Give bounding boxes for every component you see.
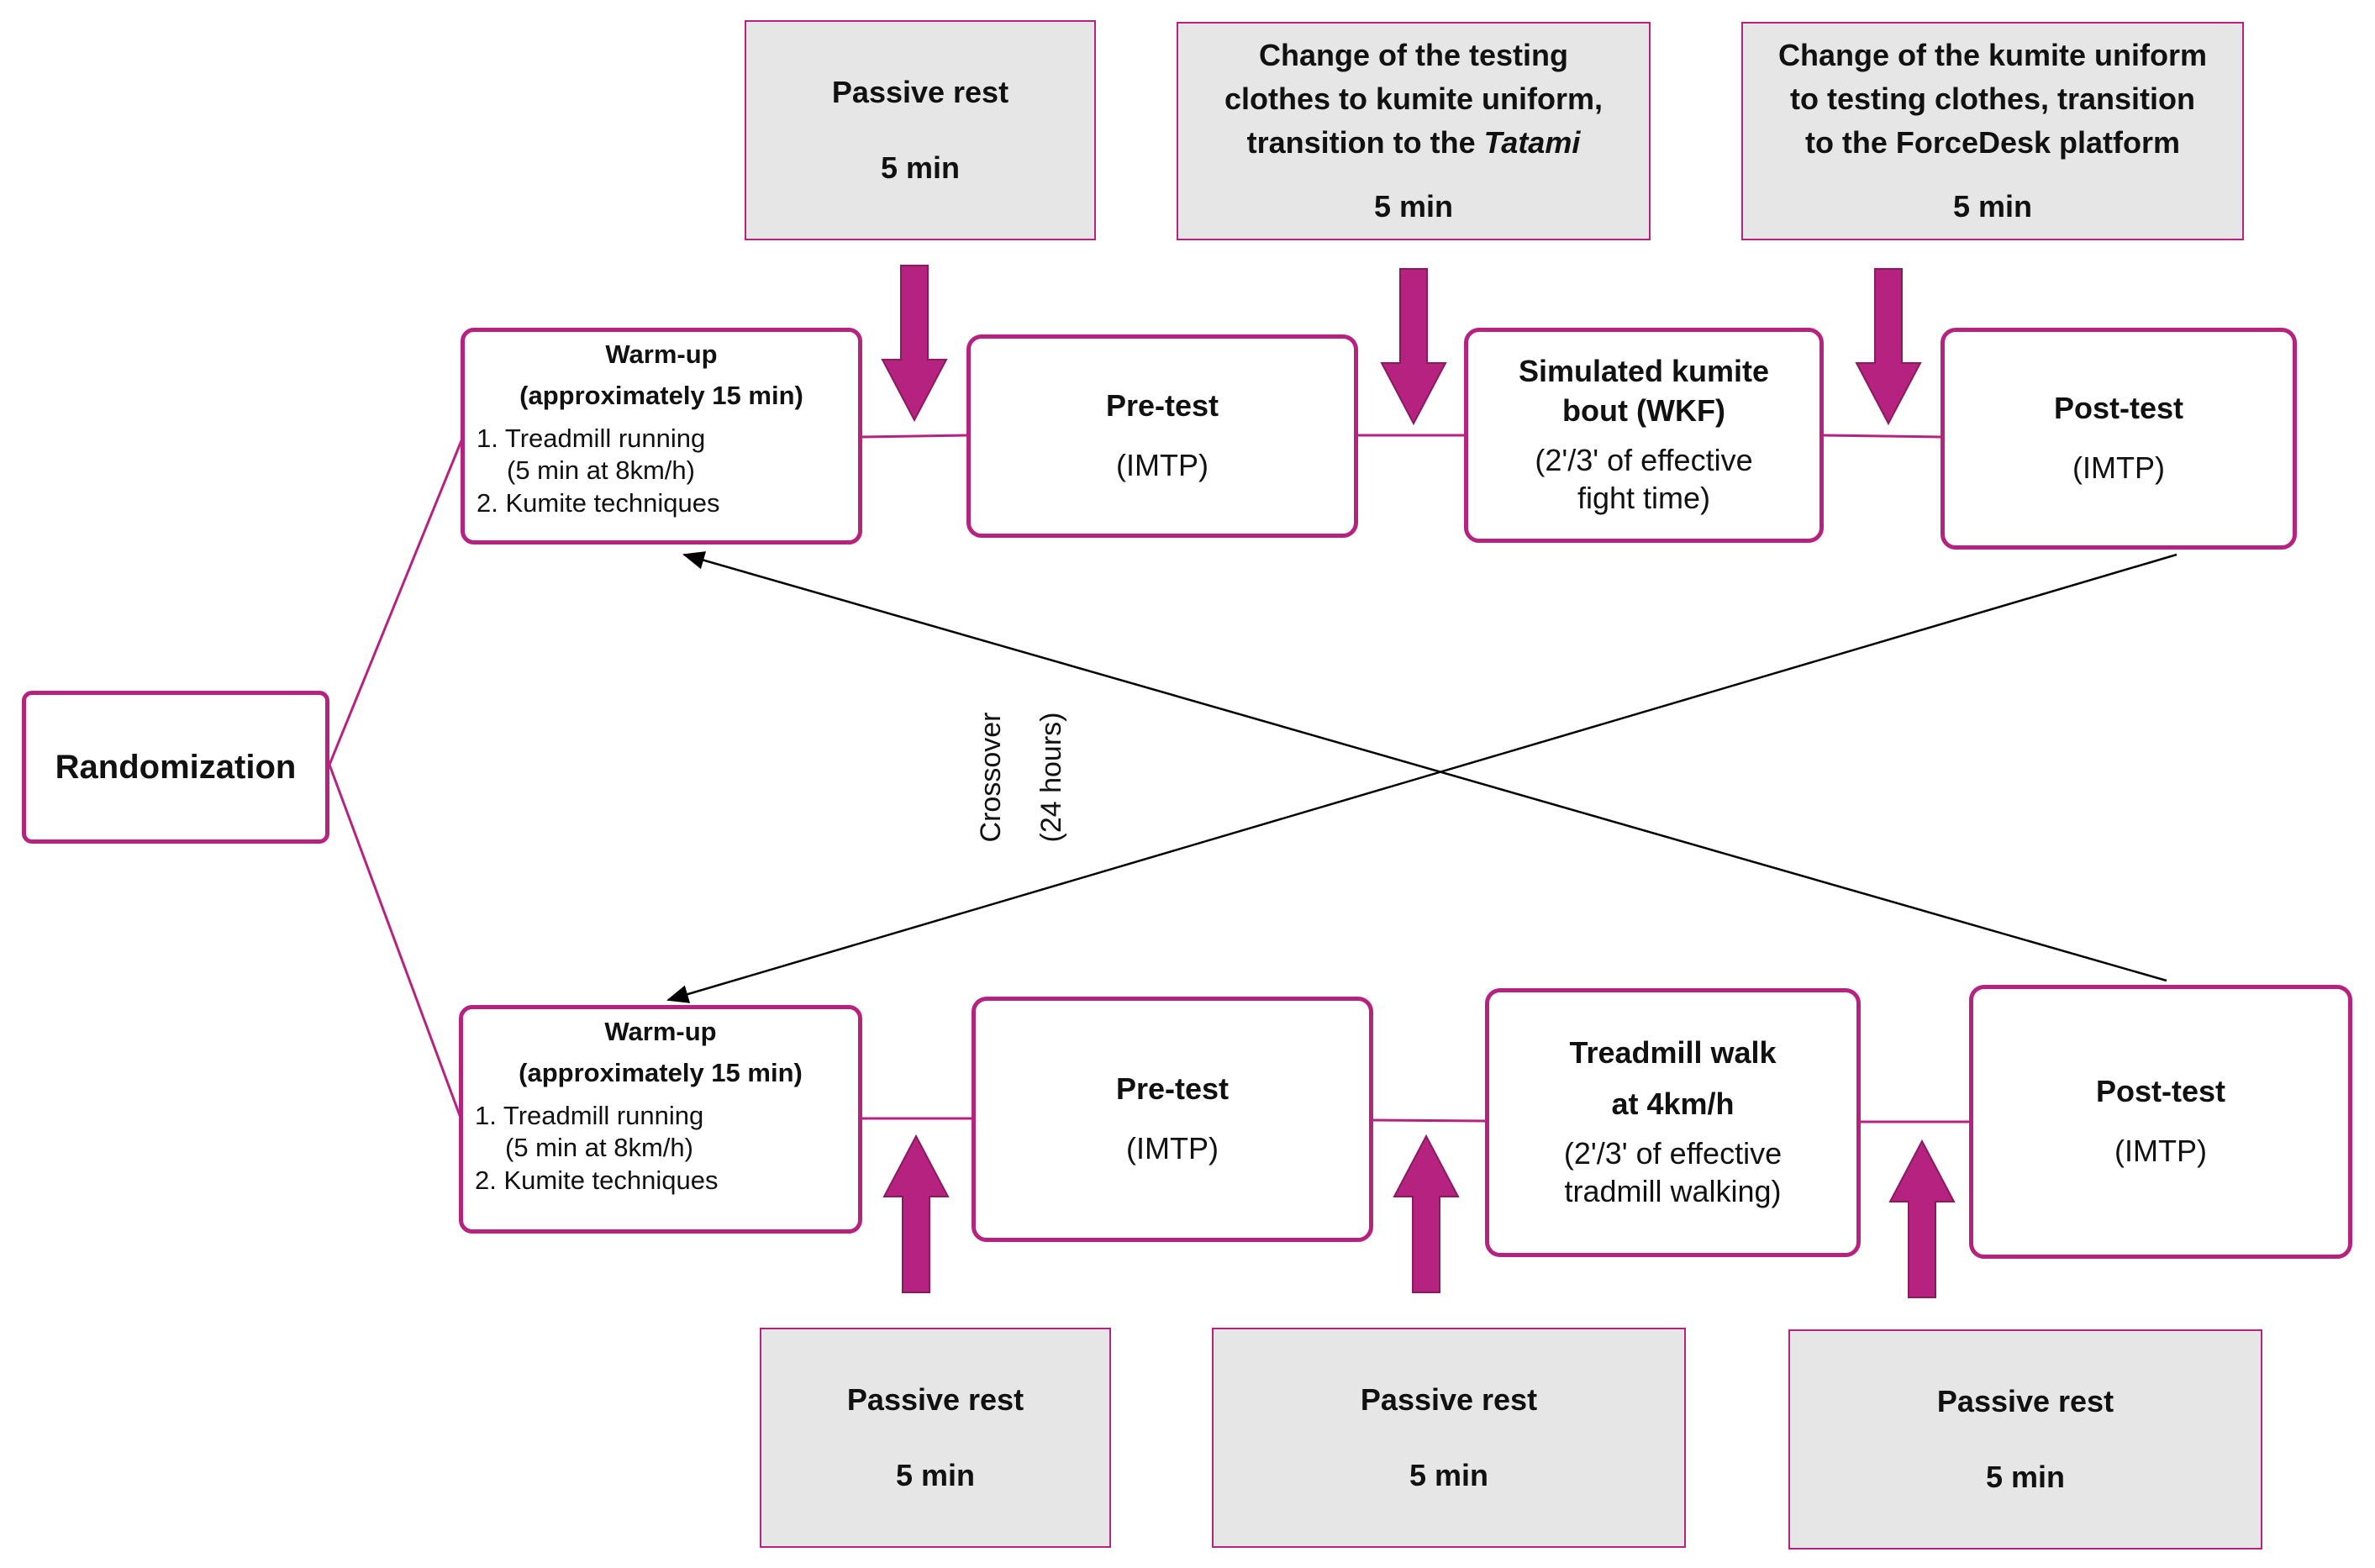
middle-sub-1: (2'/3' of effective [1535, 442, 1753, 477]
info-duration: 5 min [1373, 189, 1454, 224]
middle-sub-2: tradmill walking) [1564, 1173, 1782, 1208]
bottom-info-box-2: Passive rest 5 min [1212, 1328, 1686, 1548]
info-line-3: to the ForceDesk platform [1804, 125, 2181, 160]
info-duration: 5 min [895, 1458, 976, 1492]
warmup-subtitle: (approximately 15 min) [519, 380, 803, 410]
top-connector-1 [861, 434, 967, 439]
crossover-arrow-to-bottom-warmup [666, 553, 2178, 1003]
info-line-2: to testing clothes, transition [1789, 81, 2196, 116]
bottom-warmup-box: Warm-up (approximately 15 min) 1. Treadm… [459, 1005, 862, 1234]
down-arrow-icon [881, 265, 948, 423]
posttest-sub: (IMTP) [2072, 450, 2165, 485]
up-arrow-icon [1888, 1139, 1956, 1298]
info-duration: 5 min [1409, 1458, 1489, 1492]
bottom-posttest-box: Post-test (IMTP) [1969, 985, 2352, 1259]
bottom-info-box-3: Passive rest 5 min [1788, 1329, 2262, 1550]
top-info-box-uniform-change: Change of the testing clothes to kumite … [1177, 22, 1651, 240]
middle-title-2: at 4km/h [1611, 1087, 1735, 1122]
randomization-label: Randomization [55, 748, 297, 786]
crossover-line-2: (24 hours) [1035, 712, 1067, 843]
randomization-box: Randomization [22, 691, 329, 844]
top-warmup-box: Warm-up (approximately 15 min) 1. Treadm… [461, 328, 862, 545]
info-duration: 5 min [1952, 189, 2033, 224]
middle-title-2: bout (WKF) [1562, 393, 1725, 429]
top-posttest-box: Post-test (IMTP) [1941, 328, 2297, 550]
pretest-sub: (IMTP) [1126, 1131, 1219, 1165]
info-duration: 5 min [1985, 1460, 2066, 1494]
posttest-title: Post-test [2095, 1074, 2226, 1109]
down-arrow-icon [1855, 268, 1922, 426]
top-kumite-bout-box: Simulated kumite bout (WKF) (2'/3' of ef… [1464, 328, 1824, 543]
middle-sub-1: (2'/3' of effective [1563, 1135, 1783, 1171]
warmup-item-1: 1. Treadmill running [477, 423, 706, 453]
warmup-item-2: 2. Kumite techniques [477, 488, 720, 518]
bottom-pretest-box: Pre-test (IMTP) [972, 997, 1373, 1242]
info-title: Passive rest [846, 1382, 1024, 1417]
pretest-title: Pre-test [1105, 388, 1219, 424]
info-line-3: transition to the Tatami [1246, 125, 1581, 160]
info-title: Passive rest [1360, 1382, 1538, 1417]
warmup-item-1: 1. Treadmill running [475, 1100, 704, 1130]
info-title: Passive rest [1936, 1384, 2114, 1418]
pretest-sub: (IMTP) [1116, 448, 1209, 482]
up-arrow-icon [882, 1134, 950, 1293]
middle-title-1: Treadmill walk [1569, 1035, 1777, 1071]
middle-title-1: Simulated kumite [1518, 354, 1770, 389]
warmup-title: Warm-up [604, 1017, 717, 1046]
warmup-subtitle: (approximately 15 min) [519, 1057, 803, 1087]
top-connector-3 [1823, 434, 1941, 439]
info-line-1: Change of the kumite uniform [1777, 37, 2207, 72]
info-duration: 5 min [880, 150, 961, 185]
up-arrow-icon [1393, 1134, 1460, 1293]
crossover-arrow-to-top-warmup [682, 551, 2167, 982]
info-line-1: Change of the testing [1259, 37, 1568, 72]
warmup-item-1-detail: (5 min at 8km/h) [507, 455, 695, 486]
crossover-line-1: Crossover [974, 712, 1007, 843]
top-info-box-platform-transition: Change of the kumite uniform to testing … [1741, 22, 2244, 240]
warmup-item-2: 2. Kumite techniques [475, 1165, 719, 1195]
top-pretest-box: Pre-test (IMTP) [966, 334, 1358, 538]
info-title: Passive rest [831, 75, 1009, 109]
pretest-title: Pre-test [1115, 1071, 1230, 1107]
warmup-item-1-detail: (5 min at 8km/h) [505, 1133, 693, 1163]
branch-line-top [328, 438, 464, 766]
posttest-sub: (IMTP) [2114, 1134, 2207, 1168]
crossover-label: Crossover (24 hours) [972, 713, 1070, 843]
down-arrow-icon [1380, 268, 1447, 426]
bottom-connector-2 [1372, 1118, 1486, 1123]
branch-line-bottom [328, 764, 462, 1118]
bottom-info-box-1: Passive rest 5 min [760, 1328, 1111, 1548]
middle-sub-2: fight time) [1577, 480, 1711, 515]
posttest-title: Post-test [2053, 391, 2184, 426]
warmup-title: Warm-up [605, 339, 718, 369]
info-line-2: clothes to kumite uniform, [1224, 81, 1604, 116]
top-info-box-passive-rest: Passive rest 5 min [745, 20, 1096, 240]
bottom-treadmill-walk-box: Treadmill walk at 4km/h (2'/3' of effect… [1485, 988, 1861, 1257]
